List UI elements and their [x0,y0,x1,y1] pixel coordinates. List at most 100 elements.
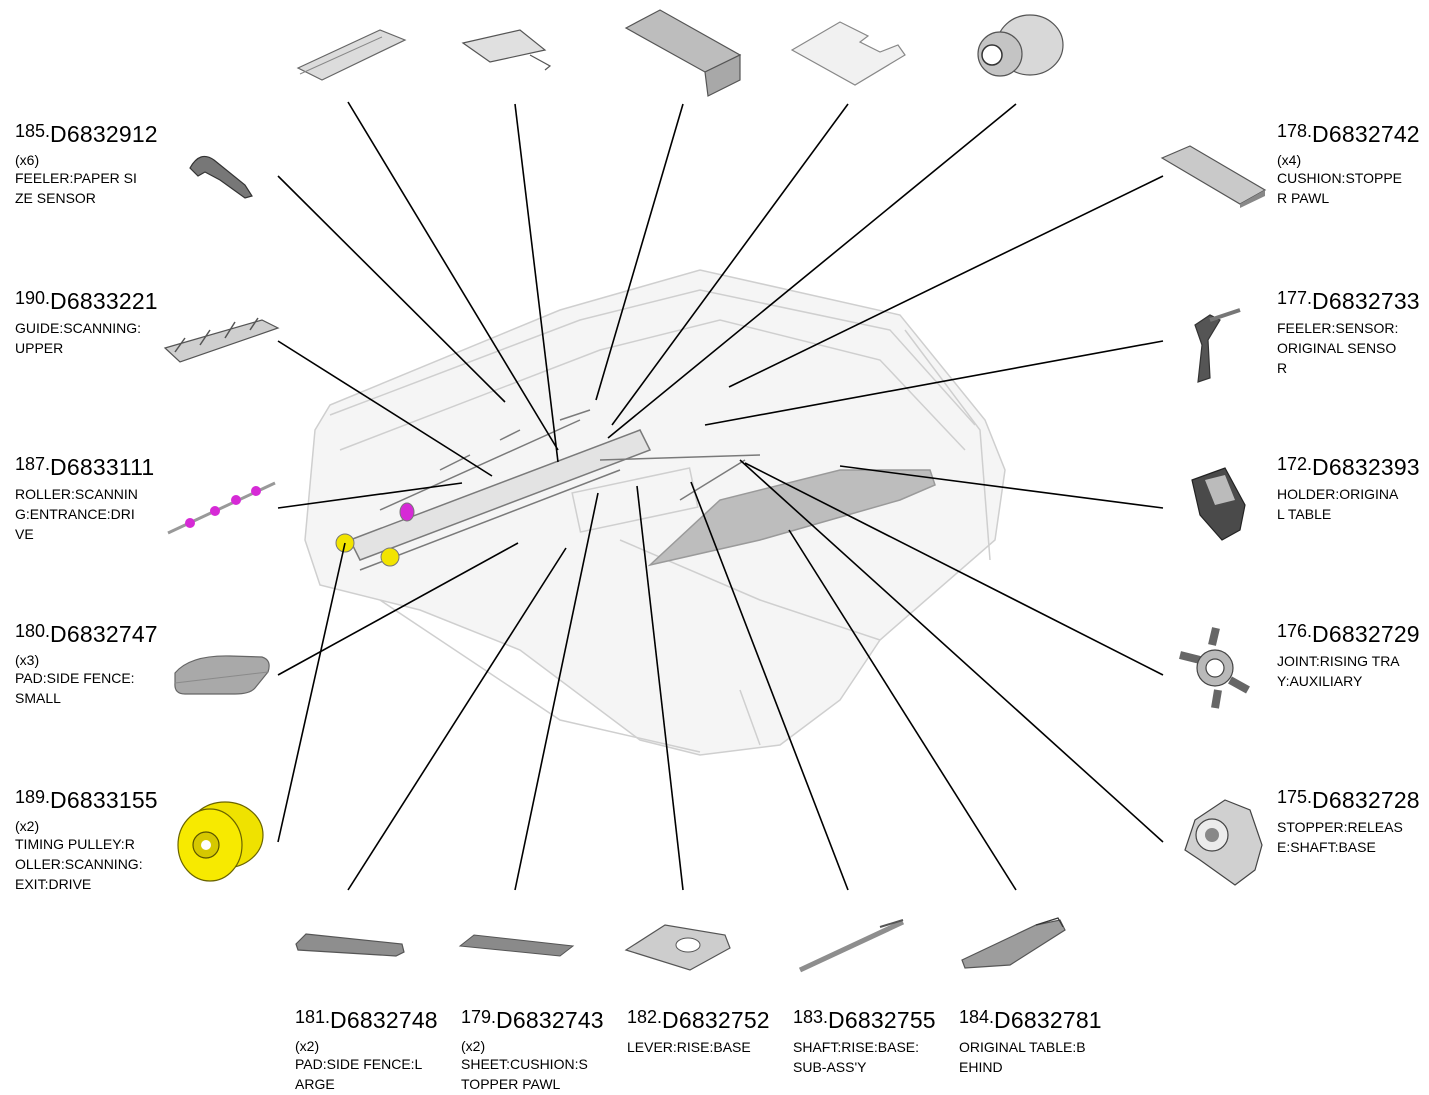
leader-line [611,103,849,426]
part-description: PAD:SIDE FENCE: SMALL [15,670,135,706]
leader-line [839,465,1164,509]
leader-line [690,481,849,891]
part-description: PAD:SIDE FENCE:L ARGE [295,1056,423,1092]
part-187-image [167,481,276,535]
part-number: 181. [295,1007,331,1027]
callout-180: 180.D6832747 (x3) PAD:SIDE FENCE: SMALL [15,622,180,708]
part-description: ROLLER:SCANNIN G:ENTRANCE:DRI VE [15,486,138,542]
top-part-3 [624,9,742,97]
part-description: ORIGINAL TABLE:B EHIND [959,1039,1086,1075]
part-qty: (x6) [15,152,40,168]
part-description: TIMING PULLEY:R OLLER:SCANNING: EXIT:DRI… [15,836,143,892]
part-qty: (x4) [1277,152,1302,168]
leader-line [347,547,567,891]
part-description: FEELER:PAPER SI ZE SENSOR [15,170,137,206]
part-172-image [1191,467,1246,541]
top-part-4 [790,21,906,86]
part-number: 183. [793,1007,829,1027]
leader-line [788,529,1017,891]
part-189-image [177,801,264,882]
leader-line [607,103,1017,439]
part-number: 176. [1277,621,1313,641]
part-177-image [1194,308,1241,383]
part-185-image [189,155,253,199]
part-number: 177. [1277,288,1313,308]
part-qty: (x2) [295,1038,320,1054]
part-number: 182. [627,1007,663,1027]
part-description: SHEET:CUSHION:S TOPPER PAWL [461,1056,588,1092]
part-number: 179. [461,1007,497,1027]
leader-line [277,175,506,403]
part-number: 178. [1277,121,1313,141]
part-number: 175. [1277,787,1313,807]
part-184-image [961,917,1066,969]
part-code: D6832743 [496,1007,604,1033]
callout-181: 181.D6832748 (x2) PAD:SIDE FENCE:L ARGE [295,1008,460,1094]
callout-179: 179.D6832743 (x2) SHEET:CUSHION:S TOPPER… [461,1008,626,1094]
top-part-1 [296,29,407,81]
part-number: 190. [15,288,51,308]
part-code: D6832752 [662,1007,770,1033]
part-code: D6832733 [1312,288,1420,314]
part-190-image [163,317,280,363]
part-code: D6832781 [994,1007,1102,1033]
callout-185: 185.D6832912 (x6) FEELER:PAPER SI ZE SEN… [15,122,180,208]
part-176-image [1179,627,1250,709]
leader-line [704,340,1164,426]
part-qty: (x3) [15,652,40,668]
top-part-2 [461,29,552,71]
part-179-image [458,934,575,957]
leader-line [595,103,684,401]
scanning-guide-assembly [348,409,761,571]
part-number: 184. [959,1007,995,1027]
part-qty: (x2) [461,1038,486,1054]
part-description: SHAFT:RISE:BASE: SUB-ASS'Y [793,1039,920,1075]
part-175-image [1184,799,1263,886]
leader-line [728,175,1164,388]
part-183-image [798,919,905,973]
callout-187: 187.D6833111 ROLLER:SCANNIN G:ENTRANCE:D… [15,455,180,544]
callout-184: 184.D6832781 ORIGINAL TABLE:B EHIND [959,1008,1124,1077]
part-code: D6832747 [50,621,158,647]
part-number: 189. [15,787,51,807]
part-code: D6832729 [1312,621,1420,647]
leader-line [277,542,519,676]
part-description: HOLDER:ORIGINA L TABLE [1277,486,1399,522]
leader-lines [277,101,1164,891]
part-description: LEVER:RISE:BASE [627,1039,751,1055]
leader-line [514,103,559,463]
part-code: D6832728 [1312,787,1420,813]
callout-172: 172.D6832393 HOLDER:ORIGINA L TABLE [1277,455,1427,524]
part-code: D6832393 [1312,454,1420,480]
part-description: FEELER:SENSOR: ORIGINAL SENSO R [1277,320,1399,376]
part-number: 185. [15,121,51,141]
top-part-5 [977,14,1064,77]
part-181-image [295,933,405,957]
part-178-image [1160,145,1267,208]
part-code: D6832748 [330,1007,438,1033]
part-number: 187. [15,454,51,474]
leader-line [636,485,684,891]
part-code: D6833221 [50,288,158,314]
part-number: 180. [15,621,51,641]
part-code: D6832755 [828,1007,936,1033]
part-description: CUSHION:STOPPE R PAWL [1277,170,1402,206]
leader-line [514,492,599,891]
leader-line [744,462,1164,676]
leader-line [739,459,1164,843]
part-code: D6833111 [50,454,155,480]
leader-line [277,340,493,477]
part-code: D6832742 [1312,121,1420,147]
part-code: D6832912 [50,121,158,147]
callout-176: 176.D6832729 JOINT:RISING TRA Y:AUXILIAR… [1277,622,1427,691]
callout-183: 183.D6832755 SHAFT:RISE:BASE: SUB-ASS'Y [793,1008,958,1077]
callout-190: 190.D6833221 GUIDE:SCANNING: UPPER [15,289,180,358]
part-qty: (x2) [15,818,40,834]
part-182-image [624,924,731,971]
part-description: STOPPER:RELEAS E:SHAFT:BASE [1277,819,1403,855]
callout-177: 177.D6832733 FEELER:SENSOR: ORIGINAL SEN… [1277,289,1427,378]
main-assembly-ghost [304,269,1006,756]
callout-175: 175.D6832728 STOPPER:RELEAS E:SHAFT:BASE [1277,788,1427,857]
leader-line [277,542,346,843]
